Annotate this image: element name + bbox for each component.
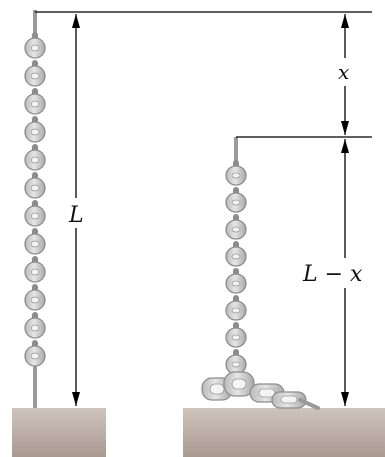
right-chain [201, 137, 320, 410]
left-chain-link-hole [30, 240, 40, 248]
L-label: L [68, 203, 84, 228]
L-minus-x-label: L − x [302, 262, 363, 287]
arrow-heads [72, 14, 349, 406]
left-chain-link-hole [30, 128, 40, 136]
right-ground [183, 408, 385, 457]
right-chain-link-hole [231, 307, 241, 314]
right-chain-link-hole [231, 199, 241, 206]
left-chain-link-hole [30, 212, 40, 220]
right-chain-link-hole [231, 253, 241, 260]
left-ground [12, 408, 106, 457]
left-chain [24, 10, 46, 408]
left-chain-link-hole [30, 296, 40, 304]
right-chain-link-hole [231, 172, 241, 179]
x-label: x [338, 60, 349, 84]
left-chain-link-hole [30, 352, 40, 360]
left-chain-link-hole [30, 100, 40, 108]
right-chain-link-hole [231, 226, 241, 233]
right-chain-link-hole [231, 361, 241, 368]
left-chain-link-hole [30, 44, 40, 52]
left-chain-link-hole [30, 184, 40, 192]
chain-pile [201, 371, 320, 410]
left-chain-link-hole [30, 324, 40, 332]
left-chain-link-hole [30, 72, 40, 80]
left-chain-link-hole [30, 268, 40, 276]
right-chain-link-hole [231, 280, 241, 287]
left-chain-link-hole [30, 156, 40, 164]
right-chain-link-hole [231, 334, 241, 341]
